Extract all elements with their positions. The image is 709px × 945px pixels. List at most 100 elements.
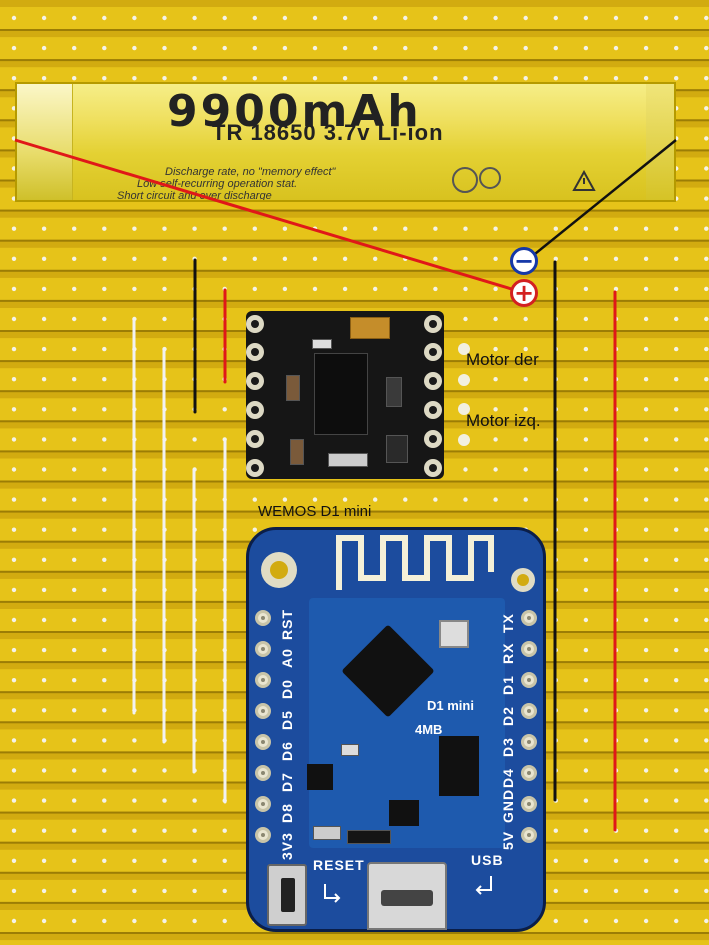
- strip-hole: [643, 918, 649, 924]
- strip-hole: [102, 346, 107, 352]
- strip-hole: [643, 226, 649, 231]
- motor-left-label: Motor izq.: [466, 411, 541, 430]
- driver-pin-r2: [424, 343, 442, 361]
- driver-pin-l4: [246, 401, 264, 419]
- copper-strip: [0, 37, 709, 60]
- reset-arrow-icon: [324, 884, 341, 903]
- strip-hole: [613, 76, 619, 81]
- strip-hole: [583, 828, 589, 833]
- driver-pin-r6: [424, 459, 442, 477]
- strip-hole: [704, 346, 709, 352]
- strip-hole: [674, 467, 679, 472]
- strip-hole: [102, 708, 107, 713]
- strip-hole: [102, 407, 107, 412]
- strip-hole: [11, 467, 17, 472]
- strip-hole: [463, 256, 468, 261]
- strip-hole: [583, 678, 589, 683]
- strip-hole: [433, 226, 438, 231]
- warning-icon: [572, 170, 596, 191]
- strip-hole: [11, 316, 17, 322]
- strip-hole: [222, 918, 227, 924]
- pin-label-tx: TX: [500, 613, 516, 633]
- strip-hole: [11, 647, 17, 653]
- strip-hole: [613, 858, 619, 863]
- strip-hole: [463, 45, 468, 51]
- strip-hole: [523, 45, 528, 51]
- strip-hole: [11, 15, 17, 21]
- strip-hole: [132, 45, 137, 51]
- strip-hole: [463, 286, 468, 292]
- strip-hole: [102, 798, 107, 803]
- strip-hole: [312, 76, 318, 81]
- reset-button[interactable]: [267, 864, 307, 926]
- strip-hole: [41, 467, 47, 472]
- strip-hole: [102, 316, 107, 322]
- strip-hole: [11, 256, 17, 261]
- strip-hole: [704, 437, 709, 442]
- pin-label-rx: RX: [500, 642, 516, 664]
- strip-hole: [583, 557, 589, 562]
- strip-hole: [674, 918, 679, 924]
- pin-d8-pad: [255, 796, 271, 812]
- strip-hole: [674, 738, 679, 743]
- strip-hole: [72, 437, 77, 442]
- strip-hole: [674, 768, 679, 773]
- strip-hole: [132, 858, 137, 863]
- copper-strip: [0, 7, 709, 29]
- smd-diode: [347, 830, 391, 844]
- pin-d3-pad: [521, 734, 537, 750]
- strip-hole: [312, 45, 318, 51]
- battery-negative-end: [646, 84, 674, 200]
- strip-hole: [72, 617, 77, 623]
- strip-hole: [11, 738, 17, 743]
- driver-pin-r5: [424, 430, 442, 448]
- strip-hole: [72, 858, 77, 863]
- strip-hole: [643, 407, 649, 412]
- strip-hole: [674, 256, 679, 261]
- strip-hole: [222, 828, 227, 833]
- strip-hole: [102, 377, 107, 382]
- strip-hole: [102, 557, 107, 562]
- driver-pin-r1: [424, 315, 442, 333]
- strip-hole: [704, 256, 709, 261]
- strip-hole: [162, 918, 167, 924]
- strip-hole: [373, 256, 378, 261]
- driver-pin-l1: [246, 315, 264, 333]
- strip-hole: [72, 286, 77, 292]
- strip-hole: [553, 15, 558, 21]
- strip-hole: [403, 15, 408, 21]
- strip-hole: [674, 407, 679, 412]
- strip-hole: [553, 45, 558, 51]
- strip-hole: [704, 828, 709, 833]
- strip-hole: [102, 15, 107, 21]
- strip-hole: [72, 798, 77, 803]
- strip-hole: [553, 858, 558, 863]
- strip-hole: [132, 888, 137, 894]
- strip-hole: [282, 15, 288, 21]
- strip-hole: [493, 467, 498, 472]
- strip-hole: [132, 918, 137, 924]
- strip-hole: [312, 286, 318, 292]
- driver-pin-l3: [246, 372, 264, 390]
- strip-hole: [704, 377, 709, 382]
- strip-hole: [553, 76, 558, 81]
- strip-gap: [0, 932, 709, 934]
- driver-ic: [314, 353, 368, 435]
- strip-hole: [72, 678, 77, 683]
- strip-hole: [553, 828, 558, 833]
- micro-usb-port[interactable]: [367, 862, 447, 930]
- strip-hole: [583, 587, 589, 593]
- pin-label-d7: D7: [279, 772, 295, 792]
- strip-hole: [704, 106, 709, 111]
- strip-hole: [102, 527, 107, 532]
- strip-hole: [704, 286, 709, 292]
- strip-hole: [132, 828, 137, 833]
- strip-hole: [704, 888, 709, 894]
- strip-hole: [643, 76, 649, 81]
- strip-hole: [523, 437, 528, 442]
- strip-hole: [674, 45, 679, 51]
- board-model-label: D1 mini: [427, 698, 474, 713]
- strip-hole: [102, 768, 107, 773]
- strip-hole: [704, 15, 709, 21]
